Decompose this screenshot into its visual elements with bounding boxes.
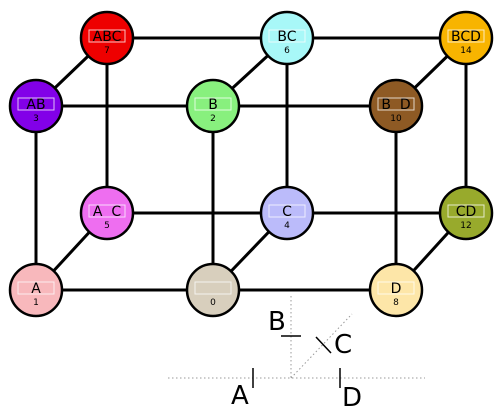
node-circle: [438, 185, 494, 241]
node-5: A C5: [79, 185, 135, 241]
axis-label-a: A: [231, 381, 249, 411]
node-number: 4: [284, 221, 290, 231]
axis-label-c: C: [334, 330, 352, 360]
node-label: B: [208, 97, 218, 113]
node-number: 5: [104, 221, 110, 231]
node-3: AB3: [8, 78, 64, 134]
node-circle: [368, 262, 424, 318]
node-circle: [185, 78, 241, 134]
node-number: 6: [284, 46, 290, 56]
node-circle: [8, 262, 64, 318]
node-circle: [185, 262, 241, 318]
node-inner-box: [377, 281, 415, 295]
node-inner-box: [17, 281, 55, 295]
node-1: A1: [8, 262, 64, 318]
edges-layer: [34, 36, 468, 292]
node-inner-box: [194, 281, 232, 295]
axis-diagonal-dotted-line: [290, 313, 353, 379]
axis-label-d: D: [342, 383, 362, 413]
node-label: ABC: [93, 29, 122, 45]
node-number: 2: [210, 114, 216, 124]
node-circle: [438, 10, 494, 66]
node-circle: [79, 185, 135, 241]
node-inner-box: [88, 204, 126, 218]
node-circle: [259, 185, 315, 241]
node-inner-box: [17, 97, 55, 111]
node-4: C4: [259, 185, 315, 241]
axis-legend: A B C D: [168, 296, 425, 413]
node-inner-box: [268, 29, 306, 43]
node-number: 12: [460, 221, 471, 231]
node-label: C: [282, 204, 292, 220]
node-number: 7: [104, 46, 110, 56]
node-number: 10: [390, 114, 402, 124]
node-circle: [79, 10, 135, 66]
node-number: 8: [393, 298, 399, 308]
node-label: A C: [93, 204, 121, 220]
node-circle: [259, 10, 315, 66]
node-2: B2: [185, 78, 241, 134]
node-circle: [8, 78, 64, 134]
node-label: BC: [277, 29, 296, 45]
node-10: B D10: [368, 78, 424, 134]
node-inner-box: [88, 29, 126, 43]
node-6: BC6: [259, 10, 315, 66]
axis-tick-c: [315, 336, 332, 354]
node-inner-box: [377, 97, 415, 111]
node-label: B D: [381, 97, 410, 113]
node-number: 14: [460, 46, 472, 56]
node-label: A: [31, 281, 41, 297]
node-inner-box: [447, 29, 485, 43]
node-label: D: [391, 281, 402, 297]
node-circle: [368, 78, 424, 134]
node-number: 3: [33, 114, 39, 124]
node-label: AB: [26, 97, 45, 113]
node-label: BCD: [451, 29, 481, 45]
node-inner-box: [194, 97, 232, 111]
node-inner-box: [268, 204, 306, 218]
node-8: D8: [368, 262, 424, 318]
node-0: 0: [185, 262, 241, 318]
node-inner-box: [447, 204, 485, 218]
node-label: CD: [456, 204, 477, 220]
node-number: 0: [210, 298, 216, 308]
axis-label-b: B: [268, 307, 286, 337]
node-number: 1: [33, 298, 39, 308]
